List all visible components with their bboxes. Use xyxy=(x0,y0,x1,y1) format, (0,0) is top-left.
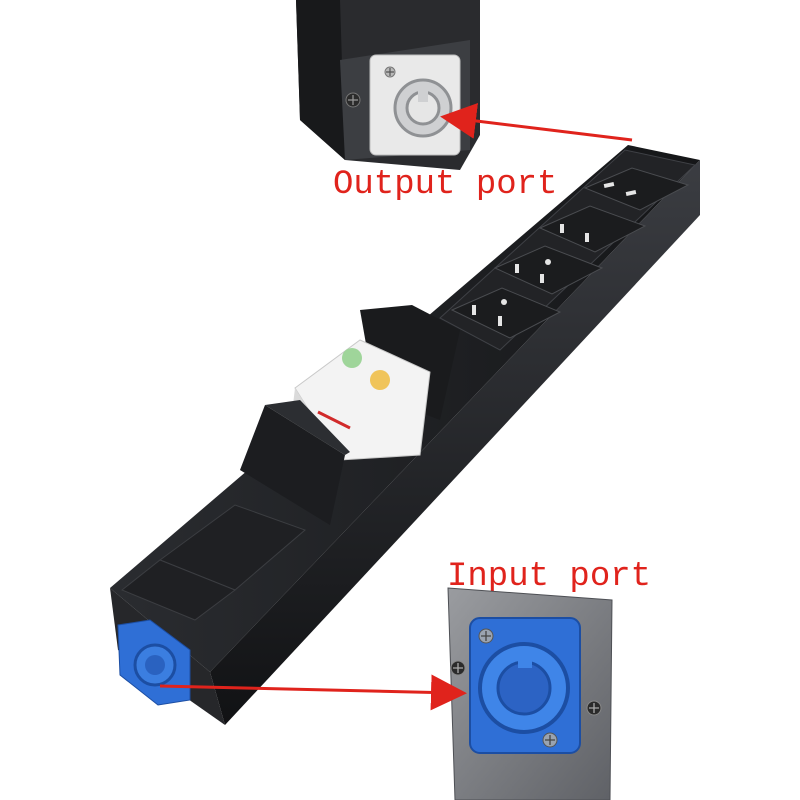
outlet-3 xyxy=(493,245,604,295)
output-port-inset xyxy=(296,0,480,170)
screw-icon xyxy=(542,732,558,748)
arrow-icon xyxy=(159,674,467,711)
circuit-breaker xyxy=(240,305,460,525)
screw-icon xyxy=(450,660,466,676)
screw-icon xyxy=(384,66,396,78)
power-strip xyxy=(110,145,700,725)
input-port-inset xyxy=(447,587,613,800)
arrow-icon xyxy=(440,103,633,142)
outlet-2 xyxy=(538,205,647,253)
outlet-1 xyxy=(583,167,690,211)
screw-icon xyxy=(586,700,602,716)
screw-icon xyxy=(345,92,361,108)
outlet-4 xyxy=(450,287,562,339)
output-port-label: Output port xyxy=(333,166,557,204)
screw-icon xyxy=(478,628,494,644)
powercon-blue-icon xyxy=(117,619,191,706)
input-port-label: Input port xyxy=(447,558,651,596)
